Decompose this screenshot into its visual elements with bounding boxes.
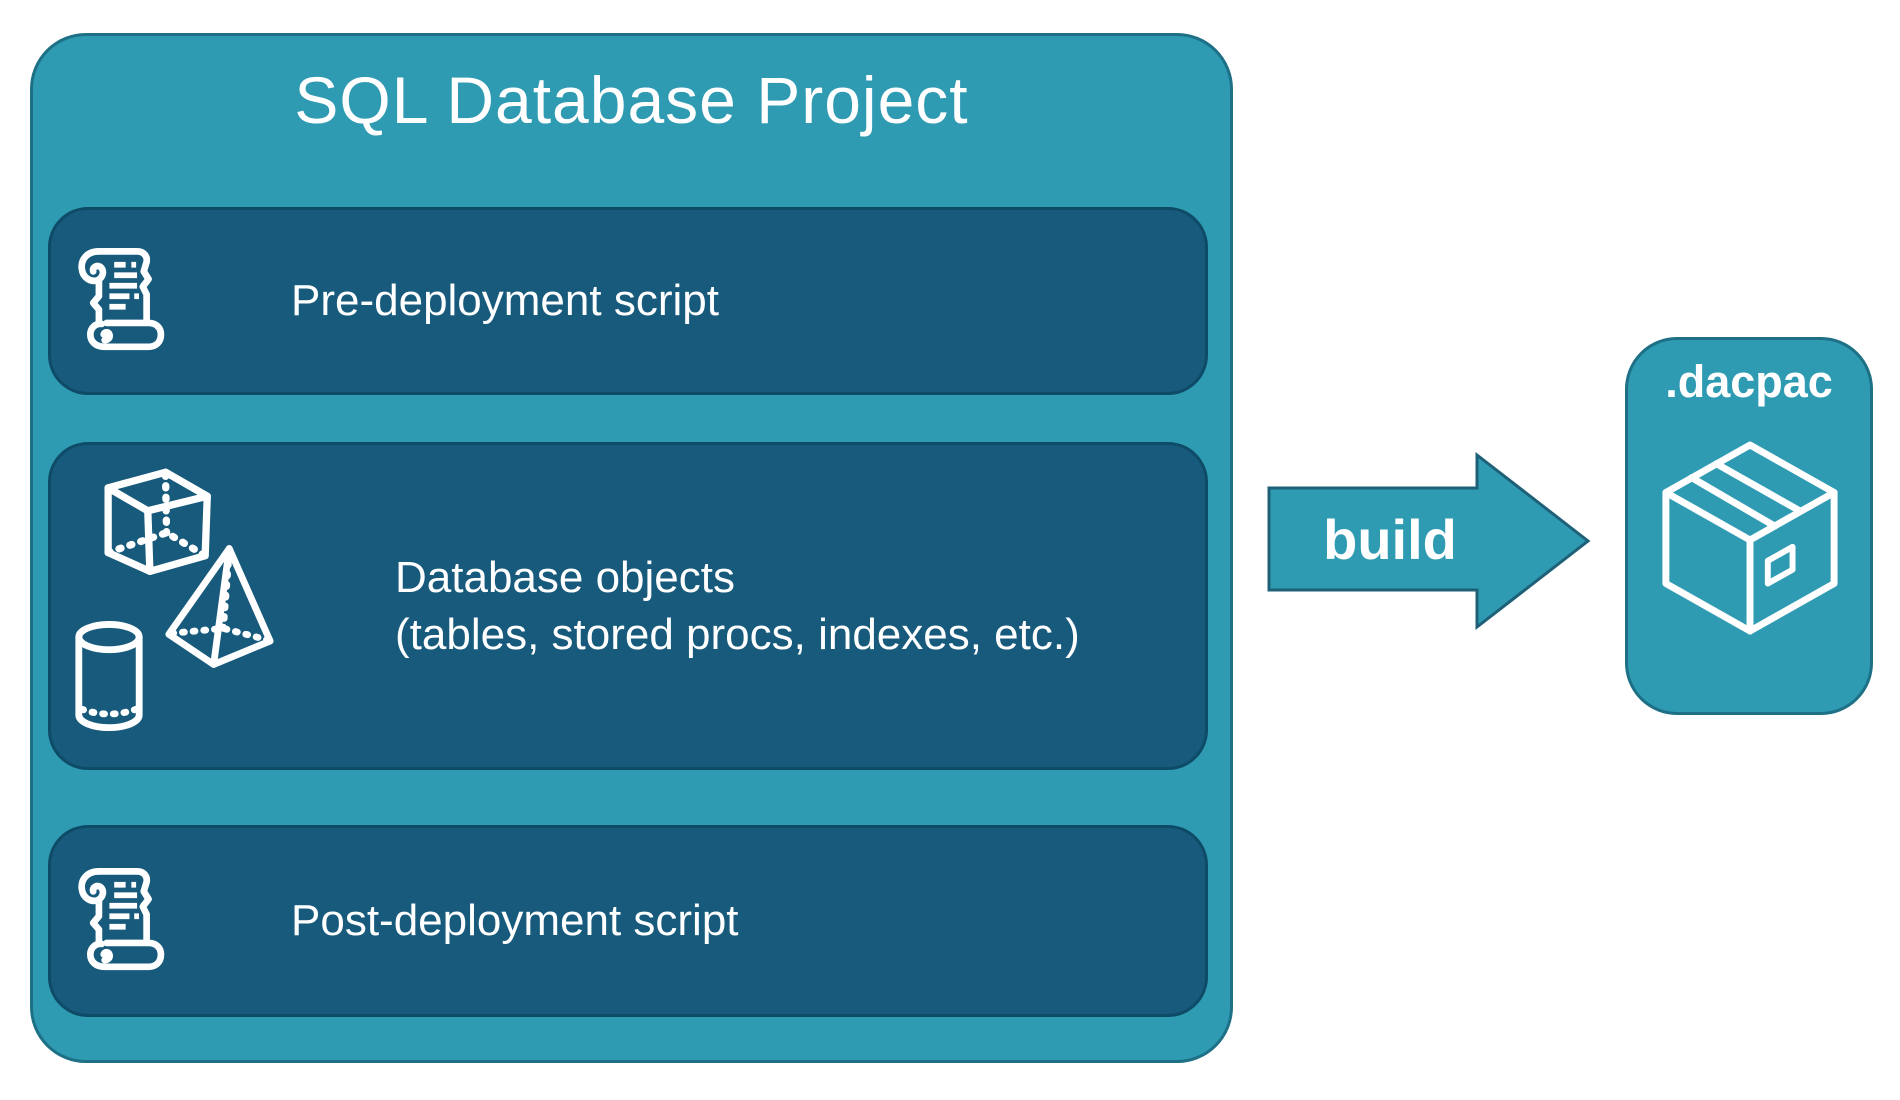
project-title: SQL Database Project (294, 63, 969, 137)
pre-deployment-box: Pre-deployment script (48, 207, 1208, 395)
pre-deployment-label: Pre-deployment script (291, 276, 719, 325)
dacpac-box: .dacpac (1625, 337, 1873, 715)
database-objects-line2: (tables, stored procs, indexes, etc.) (395, 610, 1080, 659)
database-objects-box: Database objects (tables, stored procs, … (48, 442, 1208, 770)
pyramid-icon (165, 545, 274, 668)
post-deployment-label: Post-deployment script (291, 896, 739, 945)
dacpac-label: .dacpac (1665, 356, 1833, 407)
post-deployment-box: Post-deployment script (48, 825, 1208, 1017)
scroll-icon (78, 248, 165, 351)
cylinder-icon (75, 621, 143, 732)
build-label: build (1323, 507, 1457, 571)
build-arrow: build (1262, 450, 1592, 636)
database-objects-label: Database objects (tables, stored procs, … (395, 549, 1080, 663)
cube-icon (104, 468, 211, 575)
sql-database-project-box: SQL Database Project Pr (30, 33, 1233, 1063)
database-objects-line1: Database objects (395, 553, 735, 602)
package-icon (1662, 441, 1838, 635)
right-arrow-shape (1267, 451, 1591, 631)
scroll-icon (78, 868, 165, 971)
